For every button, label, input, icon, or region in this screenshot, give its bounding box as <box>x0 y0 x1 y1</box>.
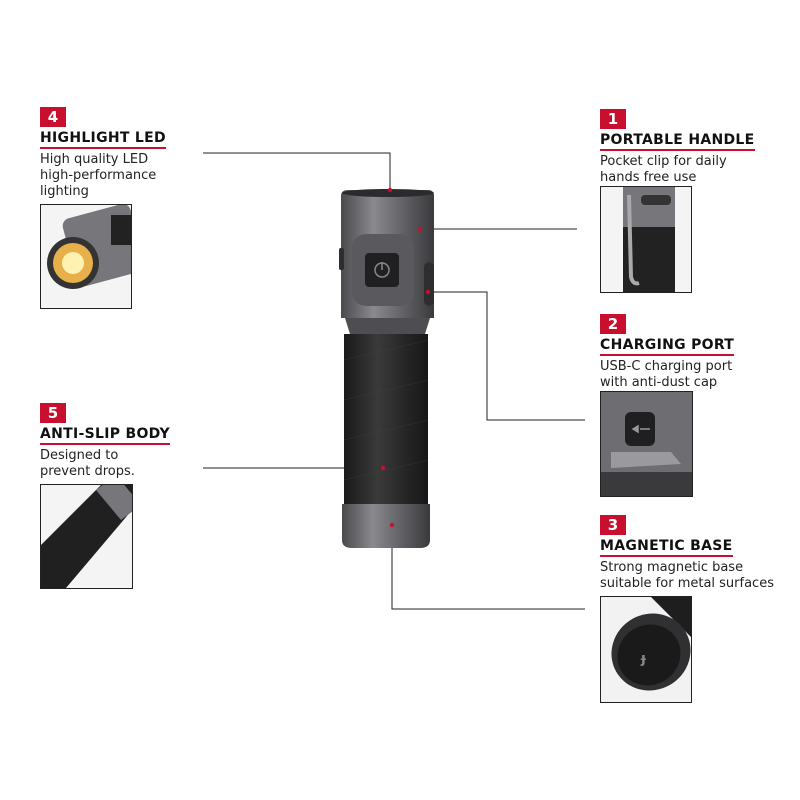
feature-number-badge: 4 <box>40 107 66 127</box>
feature-description: Pocket clip for daily hands free use <box>600 154 727 185</box>
feature-number-badge: 3 <box>600 515 626 535</box>
feature-title: ANTI-SLIP BODY <box>40 426 170 445</box>
feature-charging-port: 2 CHARGING PORT USB-C charging port with… <box>600 314 735 391</box>
feature-description: USB-C charging port with anti-dust cap <box>600 359 733 390</box>
callout-line-led <box>203 152 391 190</box>
feature-title: CHARGING PORT <box>600 337 735 356</box>
feature-anti-slip-body: 5 ANTI-SLIP BODY Designed to prevent dro… <box>40 403 170 480</box>
feature-number-badge: 2 <box>600 314 626 334</box>
feature-magnetic-base: 3 MAGNETIC BASE Strong magnetic base sui… <box>600 515 774 592</box>
feature-portable-handle: 1 PORTABLE HANDLE Pocket clip for daily … <box>600 109 755 186</box>
magnetic-base-thumbnail: ɟ <box>600 596 692 703</box>
feature-description: High quality LED high-performance lighti… <box>40 152 157 199</box>
feature-description: Strong magnetic base suitable for metal … <box>600 560 774 591</box>
usb-port-thumbnail <box>600 391 693 497</box>
svg-text:ɟ: ɟ <box>640 651 647 667</box>
feature-description: Designed to prevent drops. <box>40 448 135 479</box>
feature-number-badge: 1 <box>600 109 626 129</box>
body-grip-thumbnail <box>40 484 133 589</box>
feature-highlight-led: 4 HIGHLIGHT LED High quality LED high-pe… <box>40 107 166 200</box>
pocket-clip-thumbnail <box>600 186 692 293</box>
feature-number-badge: 5 <box>40 403 66 423</box>
led-head-thumbnail <box>40 204 132 309</box>
feature-title: PORTABLE HANDLE <box>600 132 755 151</box>
feature-title: MAGNETIC BASE <box>600 538 733 557</box>
callout-line-base <box>391 525 585 610</box>
callout-line-port <box>428 291 585 421</box>
feature-title: HIGHLIGHT LED <box>40 130 166 149</box>
